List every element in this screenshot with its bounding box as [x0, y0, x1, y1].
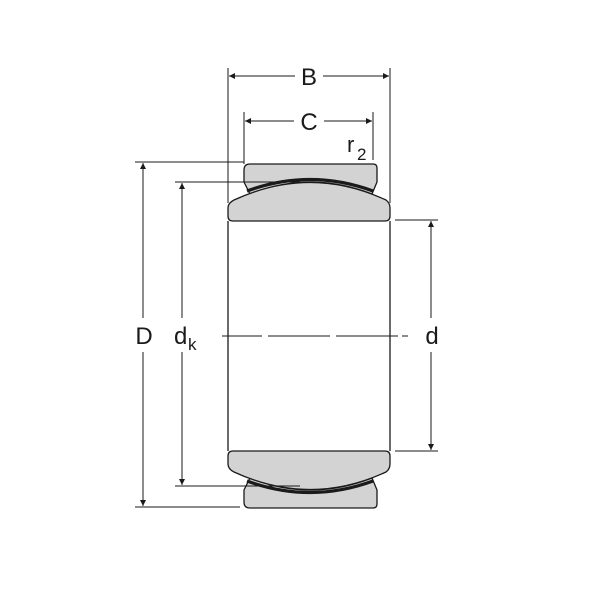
dimension-d-bore: d [425, 221, 439, 450]
label-dk-sub: k [188, 335, 197, 354]
label-dk: d [174, 323, 187, 350]
inner-ring-top [227, 177, 391, 222]
svg-text:r: r [347, 132, 354, 157]
dimension-c: C [245, 109, 372, 136]
label-c: C [300, 109, 317, 136]
label-b: B [301, 64, 317, 91]
inner-ring-bottom [227, 450, 391, 495]
label-r2: r 2 [347, 132, 366, 164]
dimension-dk: d k [174, 183, 197, 485]
dimension-d-outer: D [135, 163, 153, 506]
svg-text:2: 2 [357, 145, 366, 164]
label-d: d [425, 323, 438, 350]
dimension-b: B [229, 64, 389, 91]
label-D: D [135, 323, 152, 350]
